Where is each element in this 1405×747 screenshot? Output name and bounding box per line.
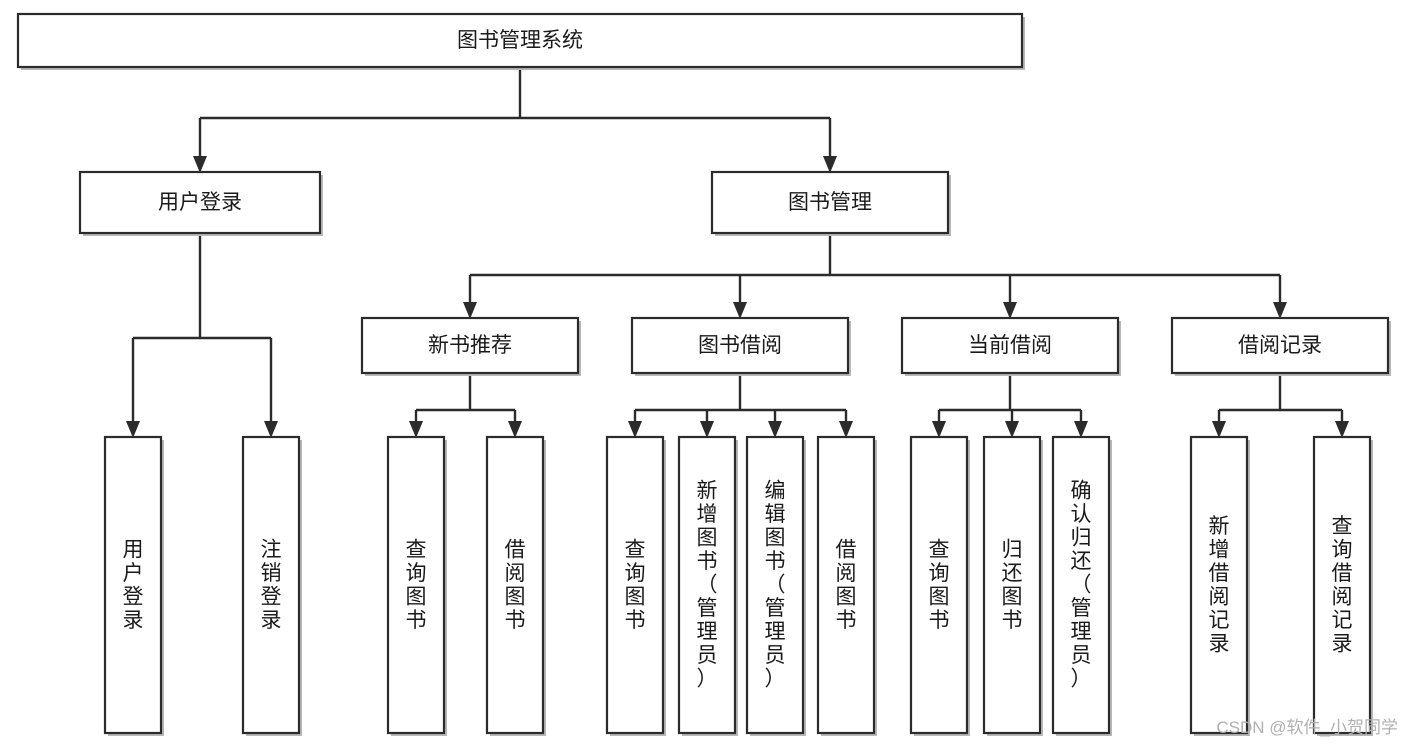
node-box[interactable] <box>745 435 805 735</box>
arrow-head-icon <box>508 421 522 438</box>
arrow-head-icon <box>1074 421 1088 438</box>
node-user-login[interactable]: 用户登录 <box>78 170 323 236</box>
node-label: 图书借阅 <box>698 334 782 357</box>
node-root[interactable]: 图书管理系统 <box>16 12 1025 70</box>
arrow-head-icon <box>1273 302 1287 319</box>
arrow-head-icon <box>126 421 140 438</box>
arrow-head-icon <box>839 421 853 438</box>
node-box[interactable] <box>103 435 163 735</box>
node-label: 借阅记录 <box>1238 334 1322 357</box>
arrow-head-icon <box>409 421 423 438</box>
node-book-borrow[interactable]: 图书借阅 <box>630 316 851 376</box>
connector-group-book-management <box>463 233 1287 319</box>
node-leaf-query-book-current[interactable]: 查询图书 <box>909 435 970 736</box>
node-label: 新增图书（管理员） <box>697 480 718 691</box>
node-box[interactable] <box>16 12 1024 69</box>
arrow-head-icon <box>1003 302 1017 319</box>
node-box[interactable] <box>909 435 969 735</box>
node-box[interactable] <box>360 316 580 375</box>
node-label: 查询图书 <box>406 538 427 632</box>
node-box[interactable] <box>900 316 1120 375</box>
node-label: 用户登录 <box>123 538 144 632</box>
node-leaf-add-borrow-record[interactable]: 新增借阅记录 <box>1189 435 1250 736</box>
node-label: 借阅图书 <box>836 538 857 632</box>
node-box[interactable] <box>605 435 665 735</box>
node-label: 用户登录 <box>158 191 242 214</box>
connector-group-new-book-recommend <box>409 373 522 438</box>
node-leaf-borrow-book-recommend[interactable]: 借阅图书 <box>485 435 546 736</box>
node-label: 查询图书 <box>625 538 646 632</box>
node-box[interactable] <box>1312 435 1372 735</box>
node-leaf-query-book-recommend[interactable]: 查询图书 <box>386 435 447 736</box>
node-box[interactable] <box>1189 435 1249 735</box>
arrow-head-icon <box>823 156 837 173</box>
connector-group-book-borrow <box>628 373 853 438</box>
node-box[interactable] <box>1170 316 1390 375</box>
arrow-head-icon <box>733 302 747 319</box>
node-box[interactable] <box>710 170 950 235</box>
arrow-head-icon <box>1212 421 1226 438</box>
node-box[interactable] <box>386 435 446 735</box>
node-label: 查询图书 <box>929 538 950 632</box>
node-book-management[interactable]: 图书管理 <box>710 170 951 236</box>
node-box[interactable] <box>816 435 876 735</box>
node-label: 借阅图书 <box>505 538 526 632</box>
node-leaf-query-borrow-record[interactable]: 查询借阅记录 <box>1312 435 1373 736</box>
node-label: 查询借阅记录 <box>1332 515 1353 656</box>
node-leaf-confirm-return-admin[interactable]: 确认归还（管理员） <box>1051 435 1112 736</box>
arrow-head-icon <box>193 156 207 173</box>
node-box[interactable] <box>630 316 850 375</box>
node-leaf-borrow-book[interactable]: 借阅图书 <box>816 435 877 736</box>
node-box[interactable] <box>241 435 301 735</box>
connector-group-borrow-record <box>1212 373 1349 438</box>
node-leaf-edit-book-admin[interactable]: 编辑图书（管理员） <box>745 435 806 736</box>
node-box[interactable] <box>485 435 545 735</box>
arrow-head-icon <box>932 421 946 438</box>
arrow-head-icon <box>768 421 782 438</box>
node-borrow-record[interactable]: 借阅记录 <box>1170 316 1391 376</box>
connector-layer <box>126 67 1349 438</box>
node-label: 确认归还（管理员） <box>1071 480 1092 691</box>
node-leaf-user-login[interactable]: 用户登录 <box>103 435 164 736</box>
node-new-book-recommend[interactable]: 新书推荐 <box>360 316 581 376</box>
node-box[interactable] <box>78 170 322 235</box>
arrow-head-icon <box>700 421 714 438</box>
node-box[interactable] <box>1051 435 1111 735</box>
node-label: 归还图书 <box>1002 538 1023 632</box>
node-label: 编辑图书（管理员） <box>765 480 786 691</box>
node-label: 当前借阅 <box>968 334 1052 357</box>
csdn-watermark: CSDN @软件_小贺同学 <box>1216 718 1398 737</box>
node-current-borrow[interactable]: 当前借阅 <box>900 316 1121 376</box>
node-box[interactable] <box>982 435 1042 735</box>
node-label: 图书管理 <box>788 191 872 214</box>
node-leaf-add-book-admin[interactable]: 新增图书（管理员） <box>677 435 738 736</box>
connector-group-user-login <box>126 233 278 438</box>
node-leaf-logout[interactable]: 注销登录 <box>241 435 302 736</box>
node-layer: 图书管理系统用户登录图书管理新书推荐图书借阅当前借阅借阅记录用户登录注销登录查询… <box>16 12 1391 736</box>
connector-group-root <box>193 67 837 173</box>
arrow-head-icon <box>463 302 477 319</box>
connector-group-current-borrow <box>932 373 1088 438</box>
arrow-head-icon <box>628 421 642 438</box>
node-label: 图书管理系统 <box>457 29 583 52</box>
node-label: 新书推荐 <box>428 334 512 357</box>
node-box[interactable] <box>677 435 737 735</box>
node-label: 注销登录 <box>261 538 282 632</box>
arrow-head-icon <box>1005 421 1019 438</box>
arrow-head-icon <box>264 421 278 438</box>
node-label: 新增借阅记录 <box>1209 515 1230 656</box>
node-leaf-return-book[interactable]: 归还图书 <box>982 435 1043 736</box>
arrow-head-icon <box>1335 421 1349 438</box>
node-leaf-query-book-borrow[interactable]: 查询图书 <box>605 435 666 736</box>
